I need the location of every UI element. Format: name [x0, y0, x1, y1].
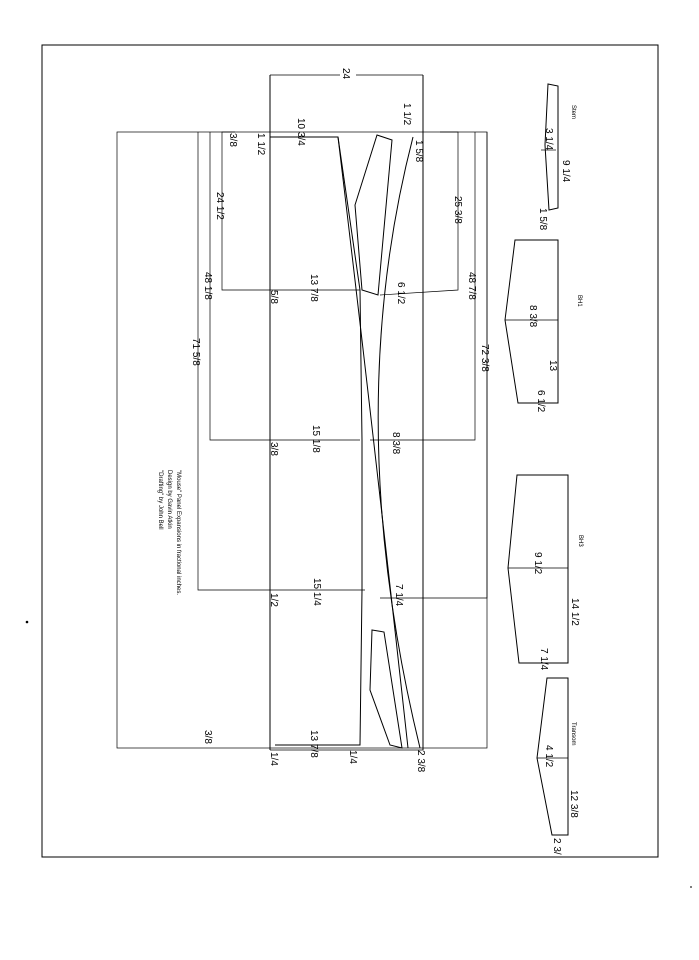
bow-piece: [354, 134, 393, 296]
note-line2: Design by Gavin Atkin: [166, 470, 172, 529]
station-48a: [209, 132, 360, 441]
dim-sta-48b: 48 7/8: [466, 272, 477, 300]
dim-width-2-edge: 3/8: [268, 442, 279, 456]
dim-width-1-right: 6 1/2: [395, 282, 406, 305]
bh1-name: BH1: [576, 295, 582, 307]
bh3-d1: 9 1/2: [532, 552, 543, 575]
bh3-outline: [507, 474, 569, 664]
dim-width-4: 13 7/8: [308, 730, 319, 758]
station-25: [379, 131, 459, 296]
note-line1: "Mouse" Panel Expansions in fractional i…: [175, 470, 181, 595]
dim-width-3: 15 1/4: [311, 578, 322, 606]
transom-d3: 2 3/: [551, 838, 562, 855]
dim-width-4-mid: 1/4: [347, 750, 358, 764]
dim-bow-top: 1 5/8: [413, 140, 424, 163]
stem-d2: 9 1/4: [560, 160, 571, 183]
bh3-name: BH3: [577, 535, 583, 547]
bh3-d3: 7 1/4: [538, 648, 549, 671]
stem-template: Stem 3 1/4 9 1/4 1 5/8: [537, 83, 576, 231]
stem-outline: [544, 83, 559, 211]
dim-sta-25: 25 3/8: [452, 196, 463, 224]
transom-d1: 4 1/2: [543, 745, 554, 768]
dim-sta-48a: 48 1/8: [202, 272, 213, 300]
station-24: [221, 131, 360, 291]
station-71: [197, 132, 365, 591]
station-72: [380, 132, 488, 599]
dim-stem-offset: 1 1/2: [401, 103, 412, 126]
dim-sta-24: 24 1/2: [214, 192, 225, 220]
bh3-template: BH3 9 1/2 14 1/2 7 1/4: [507, 474, 583, 671]
dim-left-edge-top2: 1 1/2: [255, 133, 266, 156]
note-line3: "Drafting" by John Bell: [157, 470, 163, 530]
dim-sta-71: 71 5/8: [190, 338, 201, 366]
drawing-border: [41, 44, 659, 858]
dim-width-2-right: 8 3/8: [390, 432, 401, 455]
dim-top-left: 10 3/4: [295, 118, 306, 146]
dim-width-3-right: 7 1/4: [393, 584, 404, 607]
dimension-labels: 24 1 1/2 1 5/8 10 3/4 3/8 1 1/2 24 1/2 2…: [190, 68, 490, 773]
transom-template: Transom 4 1/2 12 3/8 2 3/: [536, 677, 579, 855]
transom-name: Transom: [570, 722, 576, 745]
scan-speck-2: [690, 886, 692, 888]
chine-curve-right: [377, 136, 421, 749]
dim-width-2: 15 1/8: [310, 425, 321, 453]
dim-width-1: 13 7/8: [308, 274, 319, 302]
dim-width-4-left: 1/4: [268, 752, 279, 766]
stem-name: Stem: [570, 105, 576, 119]
bh1-d1: 8 3/8: [527, 305, 538, 328]
stem-d3: 1 5/8: [537, 208, 548, 231]
bh1-outline: [504, 239, 559, 404]
chine-curve-left: [337, 136, 409, 749]
bh1-d3: 6 1/2: [535, 390, 546, 413]
bh1-d2: 13: [547, 360, 558, 372]
dim-sta-72: 72 3/8: [479, 344, 490, 372]
dim-left-edge-top: 3/8: [227, 133, 238, 147]
bh3-d2: 14 1/2: [569, 598, 580, 626]
stern-piece: [369, 629, 403, 749]
scan-speck: [25, 620, 29, 624]
station-48b: [370, 132, 476, 441]
dim-width-1-edge: 5/8: [268, 290, 279, 304]
dim-width-3-edge: 1/2: [268, 593, 279, 607]
dim-overall-length: 24: [340, 68, 351, 80]
dim-stern-left: 3/8: [202, 730, 213, 744]
transom-d2: 12 3/8: [568, 790, 579, 818]
drawing-notes: "Mouse" Panel Expansions in fractional i…: [157, 470, 181, 595]
stem-d1: 3 1/4: [543, 128, 554, 151]
bh1-template: BH1 8 3/8 13 6 1/2: [504, 239, 582, 413]
dim-width-4-right: 2 3/8: [415, 750, 426, 773]
transom-outline: [536, 677, 569, 836]
